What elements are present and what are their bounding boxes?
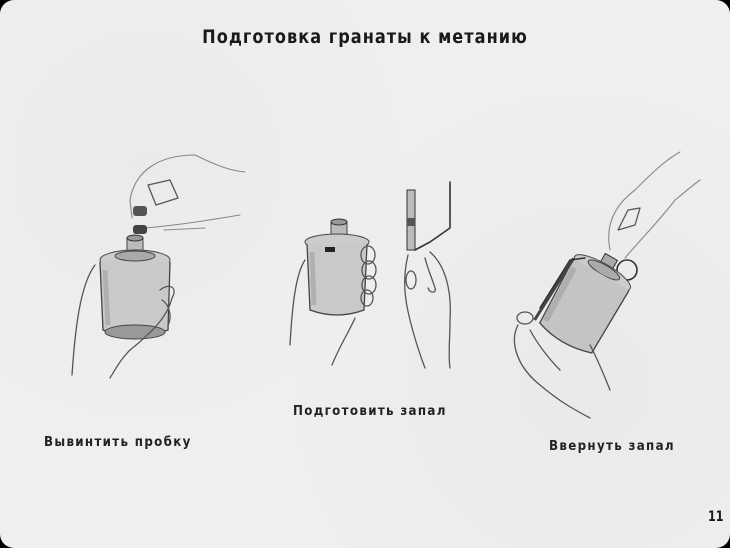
slide-title: Подготовка гранаты к метанию [202,26,528,48]
hands-preparing-fuse-illustration [289,181,451,369]
page-number: 11 [707,509,724,525]
step-caption-prepare-fuse: Подготовить запал [293,403,447,419]
hand-screwing-in-fuse-illustration [513,151,701,419]
step-caption-unscrew-plug: Вывинтить пробку [44,434,192,450]
hand-unscrewing-plug-illustration [71,154,246,379]
step-caption-screw-in-fuse: Ввернуть запал [549,438,675,454]
